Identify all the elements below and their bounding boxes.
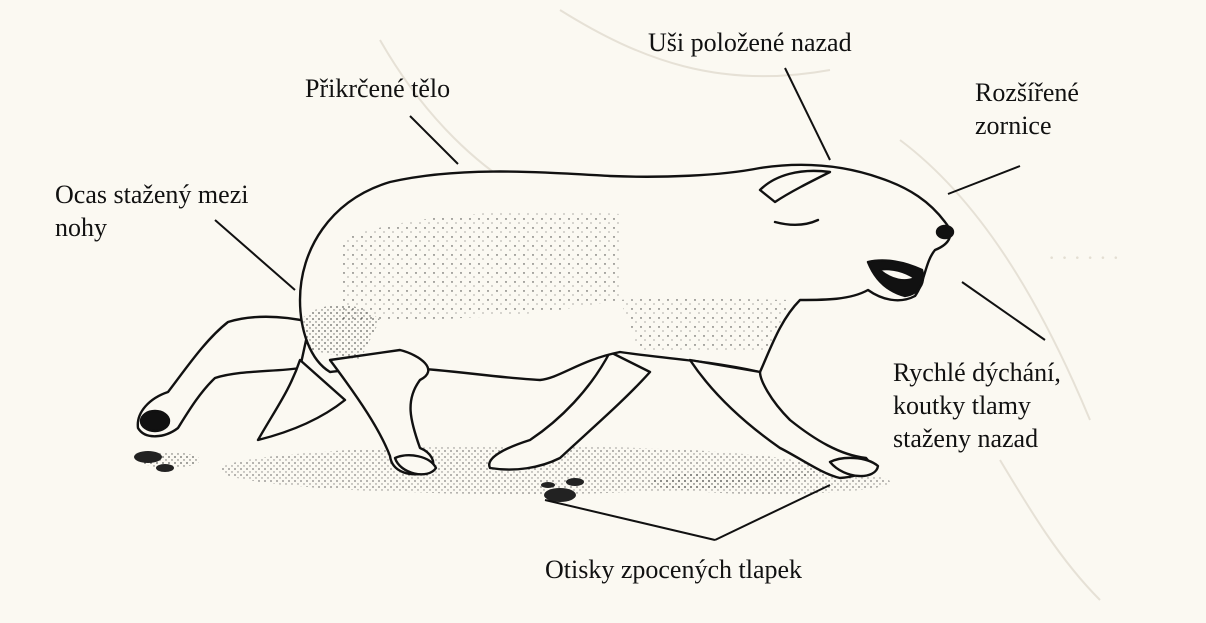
label-tail-line-1: Ocas stažený mezi	[55, 178, 248, 211]
label-body: Přikrčené tělo	[305, 72, 450, 105]
leader-line-breathing	[962, 282, 1045, 340]
label-breathing: Rychlé dýchání, koutky tlamy staženy naz…	[893, 356, 1061, 455]
label-tail: Ocas stažený mezi nohy	[55, 178, 248, 244]
label-paws: Otisky zpocených tlapek	[545, 553, 802, 586]
label-tail-line-2: nohy	[55, 211, 248, 244]
label-pupils: Rozšířené zornice	[975, 76, 1079, 142]
label-pupils-line-2: zornice	[975, 109, 1079, 142]
label-pupils-line-1: Rozšířené	[975, 76, 1079, 109]
label-paws-text: Otisky zpocených tlapek	[545, 553, 802, 586]
leader-line-body	[410, 116, 458, 164]
label-ears-text: Uši položené nazad	[648, 26, 852, 59]
label-body-text: Přikrčené tělo	[305, 72, 450, 105]
label-ears: Uši položené nazad	[648, 26, 852, 59]
leader-line-ears	[785, 68, 830, 160]
dog-figure	[138, 165, 953, 478]
label-breathing-line-1: Rychlé dýchání,	[893, 356, 1061, 389]
label-breathing-line-2: koutky tlamy	[893, 389, 1061, 422]
leader-line-pupils	[948, 166, 1020, 194]
label-breathing-line-3: staženy nazad	[893, 422, 1061, 455]
leader-line-paws-left	[545, 500, 715, 540]
nose	[937, 226, 953, 238]
